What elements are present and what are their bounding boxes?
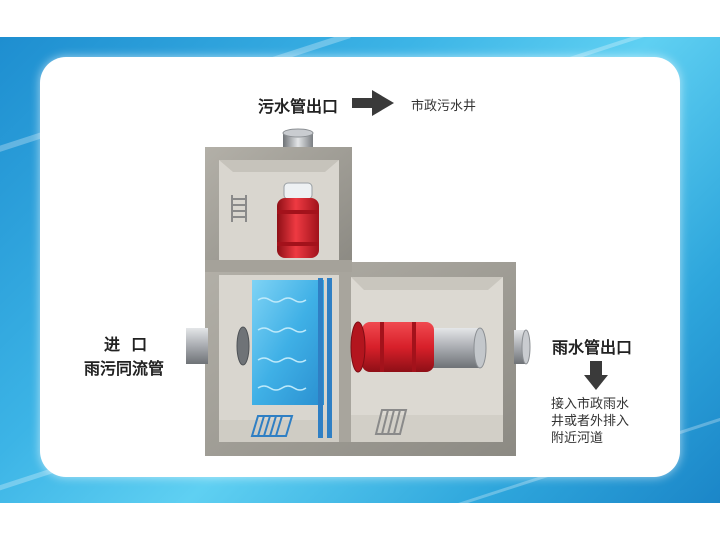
inlet-label: 进 口 [104,335,148,354]
concrete-well [205,147,516,456]
sewage-valve [277,182,319,258]
upper-ladder [231,195,247,222]
rain-outlet-label: 雨水管出口 [552,338,633,357]
arrow-down-icon [584,361,608,390]
sewage-outlet-pipe [282,128,314,150]
water-screen [252,278,332,438]
rain-destination-line-2: 井或者外排入 [551,414,630,429]
floor-grating-right [374,409,408,435]
inlet-pipe-label: 雨污同流管 [84,359,165,378]
sewage-destination-label: 市政污水井 [411,99,477,114]
sewage-outlet-label: 污水管出口 [258,97,339,116]
rain-destination-line-1: 接入市政雨水 [551,397,630,412]
rain-valve [350,321,487,373]
rain-destination-line-3: 附近河道 [551,431,604,446]
arrow-right-icon [352,90,394,116]
rain-outlet-pipe [514,329,531,365]
floor-grating-left [250,415,294,437]
inlet-pipe [186,326,250,366]
